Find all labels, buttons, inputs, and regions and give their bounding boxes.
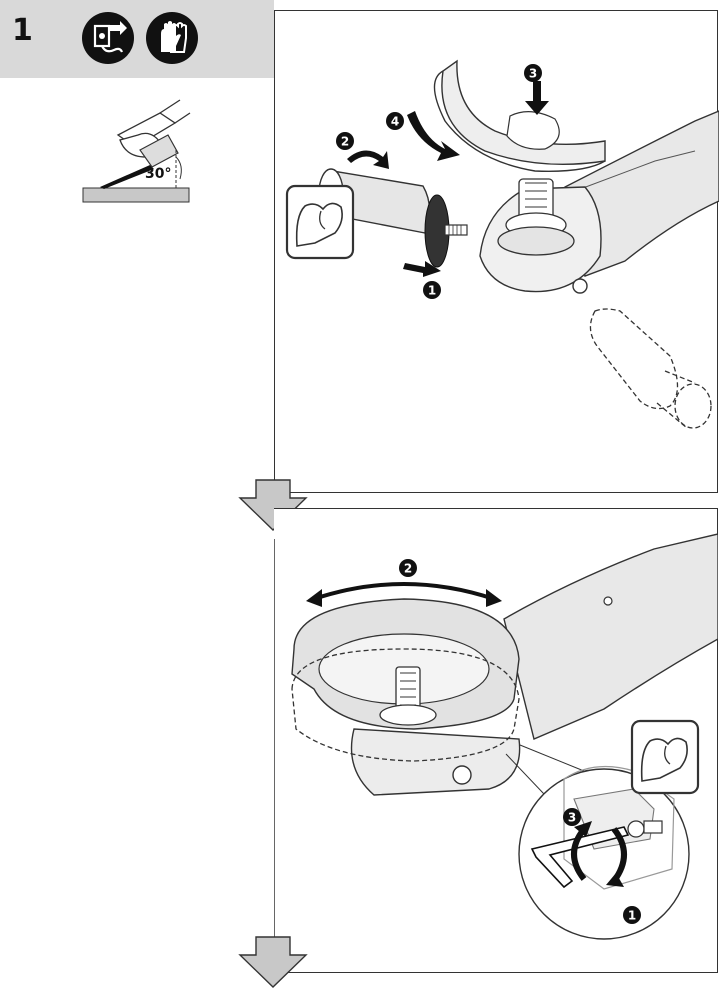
callout-2-top: 2 [341, 135, 349, 149]
safety-gloves-icon [146, 12, 198, 64]
step-number: 1 [12, 13, 33, 48]
guard-adjust-illustration: 2 3 1 [274, 533, 718, 940]
angle-label: 30° [145, 166, 172, 182]
step-header [0, 0, 274, 78]
unplug-power-icon [82, 12, 134, 64]
callout-3-top: 3 [529, 67, 537, 81]
callout-3-bottom: 3 [568, 811, 576, 825]
step-panel-bottom: 2 3 1 [274, 508, 718, 973]
step-panel-top: 3 4 2 1 [274, 10, 719, 493]
guard-removal-illustration: 3 4 2 1 [285, 59, 719, 429]
callout-1-top: 1 [428, 284, 436, 298]
callout-2-bottom: 2 [404, 562, 412, 576]
callout-1-bottom: 1 [628, 909, 636, 923]
grinder-angle-figure [82, 99, 191, 203]
flow-down-arrow-end [238, 936, 308, 988]
callout-4-top: 4 [391, 115, 399, 129]
